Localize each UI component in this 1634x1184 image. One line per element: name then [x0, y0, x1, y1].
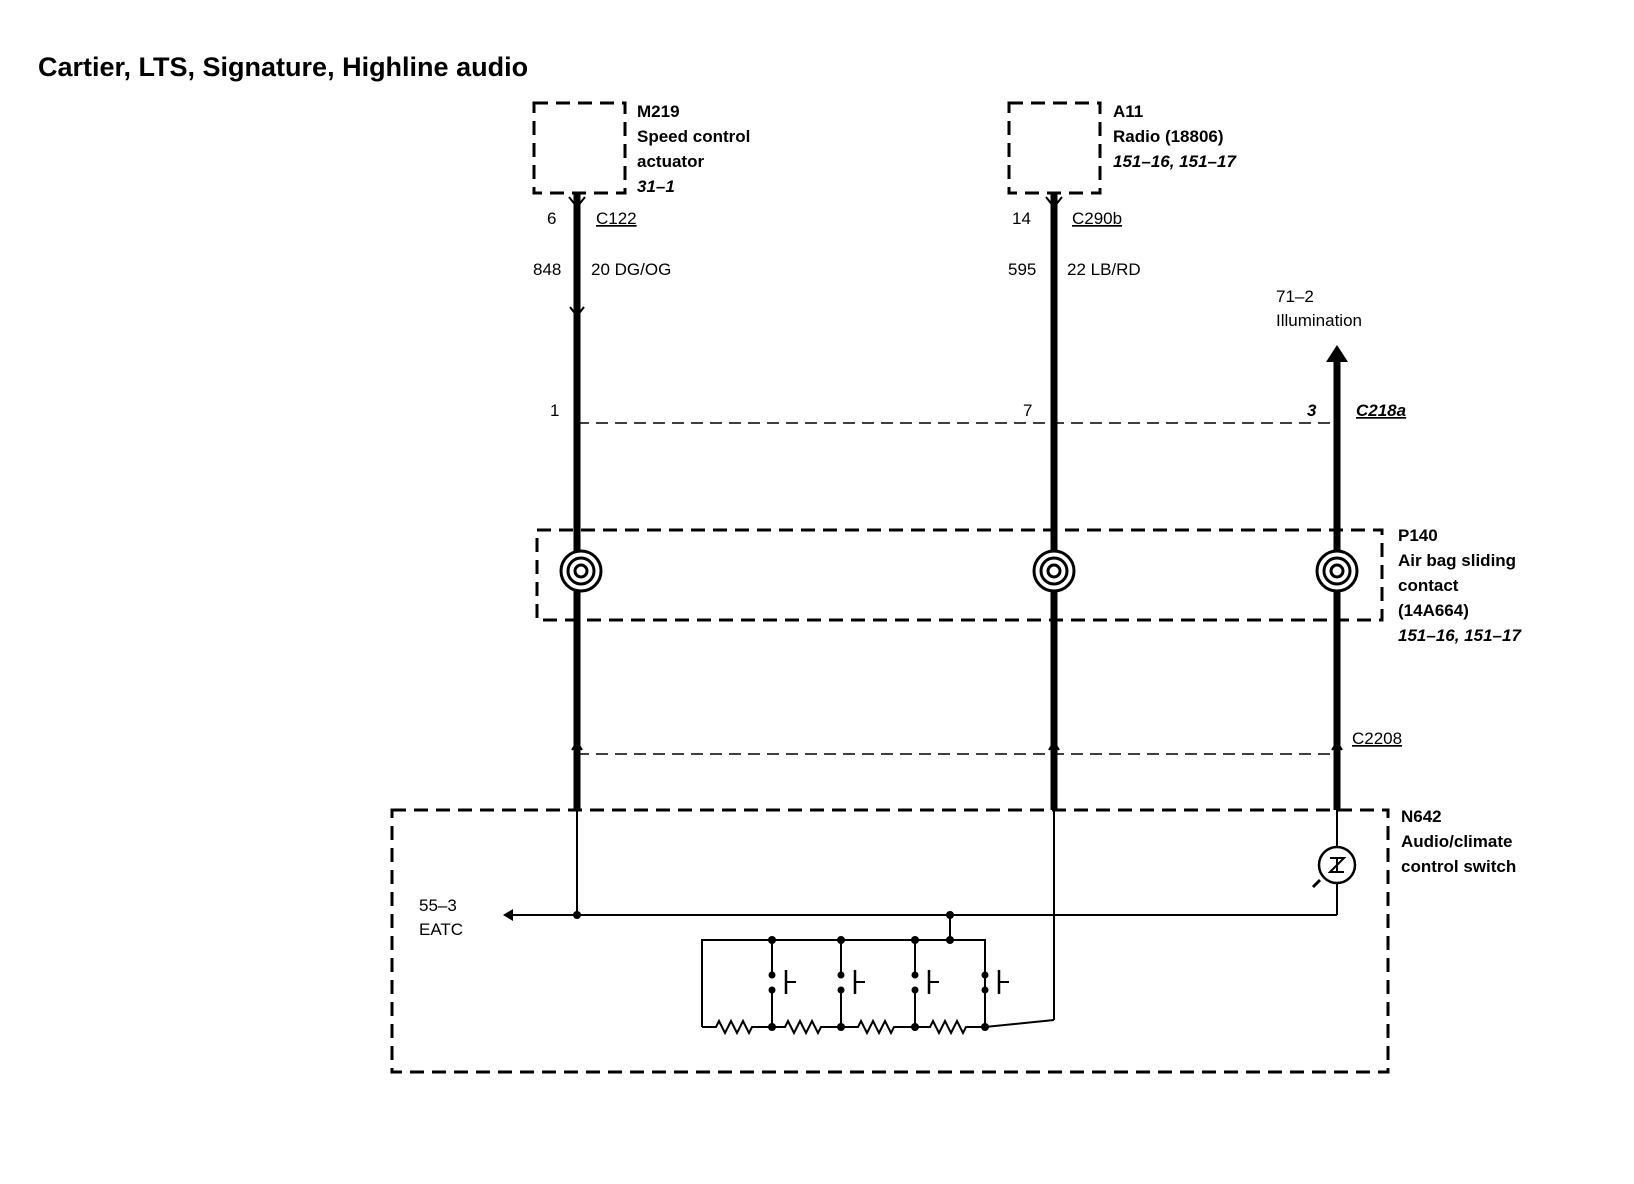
circuit-848-label: 848	[533, 260, 561, 279]
p140-name-line1: Air bag sliding	[1398, 551, 1516, 570]
a11-name: Radio (18806)	[1113, 127, 1224, 146]
m219-ref: 31–1	[637, 177, 675, 196]
m219-component-box	[532, 101, 627, 195]
p140-component-box	[535, 528, 1384, 622]
m219-pin-label: 6	[547, 209, 556, 228]
p140-name-line2: contact	[1398, 576, 1459, 595]
resistor-2	[772, 1018, 841, 1036]
eatc-arrow-icon	[503, 909, 513, 921]
c122-connector-label: C122	[596, 209, 637, 228]
circuit-595-label: 595	[1008, 260, 1036, 279]
resistor-4	[915, 1018, 985, 1036]
pin-arrow-icon	[568, 196, 586, 209]
n642-id: N642	[1401, 807, 1442, 826]
c218a-connector-label: C218a	[1356, 401, 1406, 420]
m219-name-line1: Speed control	[637, 127, 750, 146]
clockspring-left-icon	[559, 549, 603, 593]
n642-name-line1: Audio/climate	[1401, 832, 1512, 851]
m219-id: M219	[637, 102, 680, 121]
illumination-label: Illumination	[1276, 311, 1362, 330]
pin-arrow-icon	[1048, 740, 1060, 751]
p140-id: P140	[1398, 526, 1438, 545]
switch-4	[981, 940, 1009, 1031]
c218a-pin-7-label: 7	[1023, 401, 1032, 420]
switch-2	[837, 936, 865, 1031]
ladder-top-rail	[701, 939, 986, 1027]
eatc-label: EATC	[419, 920, 463, 939]
c218a-pin-1-label: 1	[550, 401, 559, 420]
pin-arrow-icon	[1045, 196, 1063, 209]
illumination-arrow-icon	[1326, 345, 1348, 362]
n642-name-line2: control switch	[1401, 857, 1516, 876]
a11-pin-label: 14	[1012, 209, 1031, 228]
c218a-pin-3-label: 3	[1307, 401, 1317, 420]
m219-name-line2: actuator	[637, 152, 704, 171]
circuit-848-gauge-color: 20 DG/OG	[591, 260, 671, 279]
switch-3	[911, 936, 939, 1031]
p140-ref: 151–16, 151–17	[1398, 626, 1522, 645]
illumination-bulb-icon	[1311, 845, 1357, 889]
diagram-title: Cartier, LTS, Signature, Highline audio	[38, 52, 528, 82]
pin-arrow-icon	[571, 740, 583, 751]
pin-arrow-icon	[1331, 740, 1343, 751]
ladder-end-wire	[984, 1019, 1055, 1028]
resistor-1	[702, 1018, 772, 1036]
c2208-connector-label: C2208	[1352, 729, 1402, 748]
clockspring-right-icon	[1315, 549, 1359, 593]
a11-id: A11	[1113, 102, 1143, 121]
circuit-595-gauge-color: 22 LB/RD	[1067, 260, 1141, 279]
a11-ref: 151–16, 151–17	[1113, 152, 1237, 171]
illumination-ref: 71–2	[1276, 287, 1314, 306]
eatc-ref: 55–3	[419, 896, 457, 915]
resistor-3	[841, 1018, 915, 1036]
a11-component-box	[1007, 101, 1102, 195]
p140-part: (14A664)	[1398, 601, 1469, 620]
switch-1	[768, 936, 796, 1031]
junction-dot	[573, 911, 581, 919]
pin-arrow-icon	[569, 306, 585, 318]
clockspring-middle-icon	[1032, 549, 1076, 593]
n642-component-box	[390, 808, 1390, 1074]
c290b-connector-label: C290b	[1072, 209, 1122, 228]
